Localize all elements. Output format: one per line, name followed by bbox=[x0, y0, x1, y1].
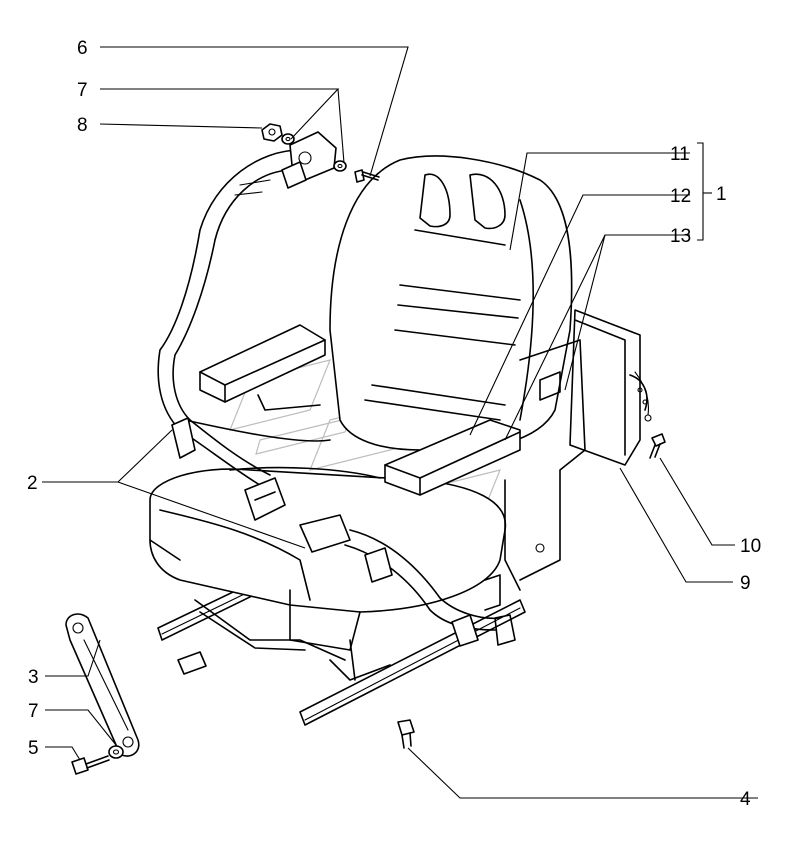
bolt-10 bbox=[649, 433, 666, 459]
washer-7-bottom bbox=[108, 745, 124, 759]
washer-7-top bbox=[281, 133, 347, 172]
nut-8 bbox=[261, 123, 283, 142]
seat-belt bbox=[157, 131, 516, 647]
callout-7-top: 7 bbox=[77, 80, 88, 101]
callout-13: 13 bbox=[670, 226, 691, 247]
leader-lines bbox=[42, 46, 758, 799]
callout-7-bottom: 7 bbox=[28, 701, 39, 722]
callout-10: 10 bbox=[740, 536, 761, 557]
side-bracket bbox=[484, 309, 648, 611]
callout-4: 4 bbox=[740, 789, 751, 810]
callout-5: 5 bbox=[28, 738, 39, 759]
callout-2: 2 bbox=[27, 473, 38, 494]
callout-9: 9 bbox=[740, 573, 751, 594]
callouts: 6 7 8 11 12 13 1 2 10 9 3 7 5 4 bbox=[27, 38, 761, 810]
bolt-4 bbox=[397, 719, 415, 749]
callout-3: 3 bbox=[28, 667, 39, 688]
callout-8: 8 bbox=[77, 115, 88, 136]
callout-12: 12 bbox=[670, 186, 691, 207]
armrest-left bbox=[199, 324, 326, 411]
callout-11: 11 bbox=[670, 144, 690, 165]
armrest-right bbox=[384, 419, 521, 496]
callout-1: 1 bbox=[716, 184, 727, 205]
bolt-5 bbox=[71, 755, 110, 775]
callout-6: 6 bbox=[77, 38, 88, 59]
chain bbox=[634, 371, 652, 422]
bracket-3 bbox=[65, 613, 140, 757]
backrest bbox=[329, 155, 573, 451]
